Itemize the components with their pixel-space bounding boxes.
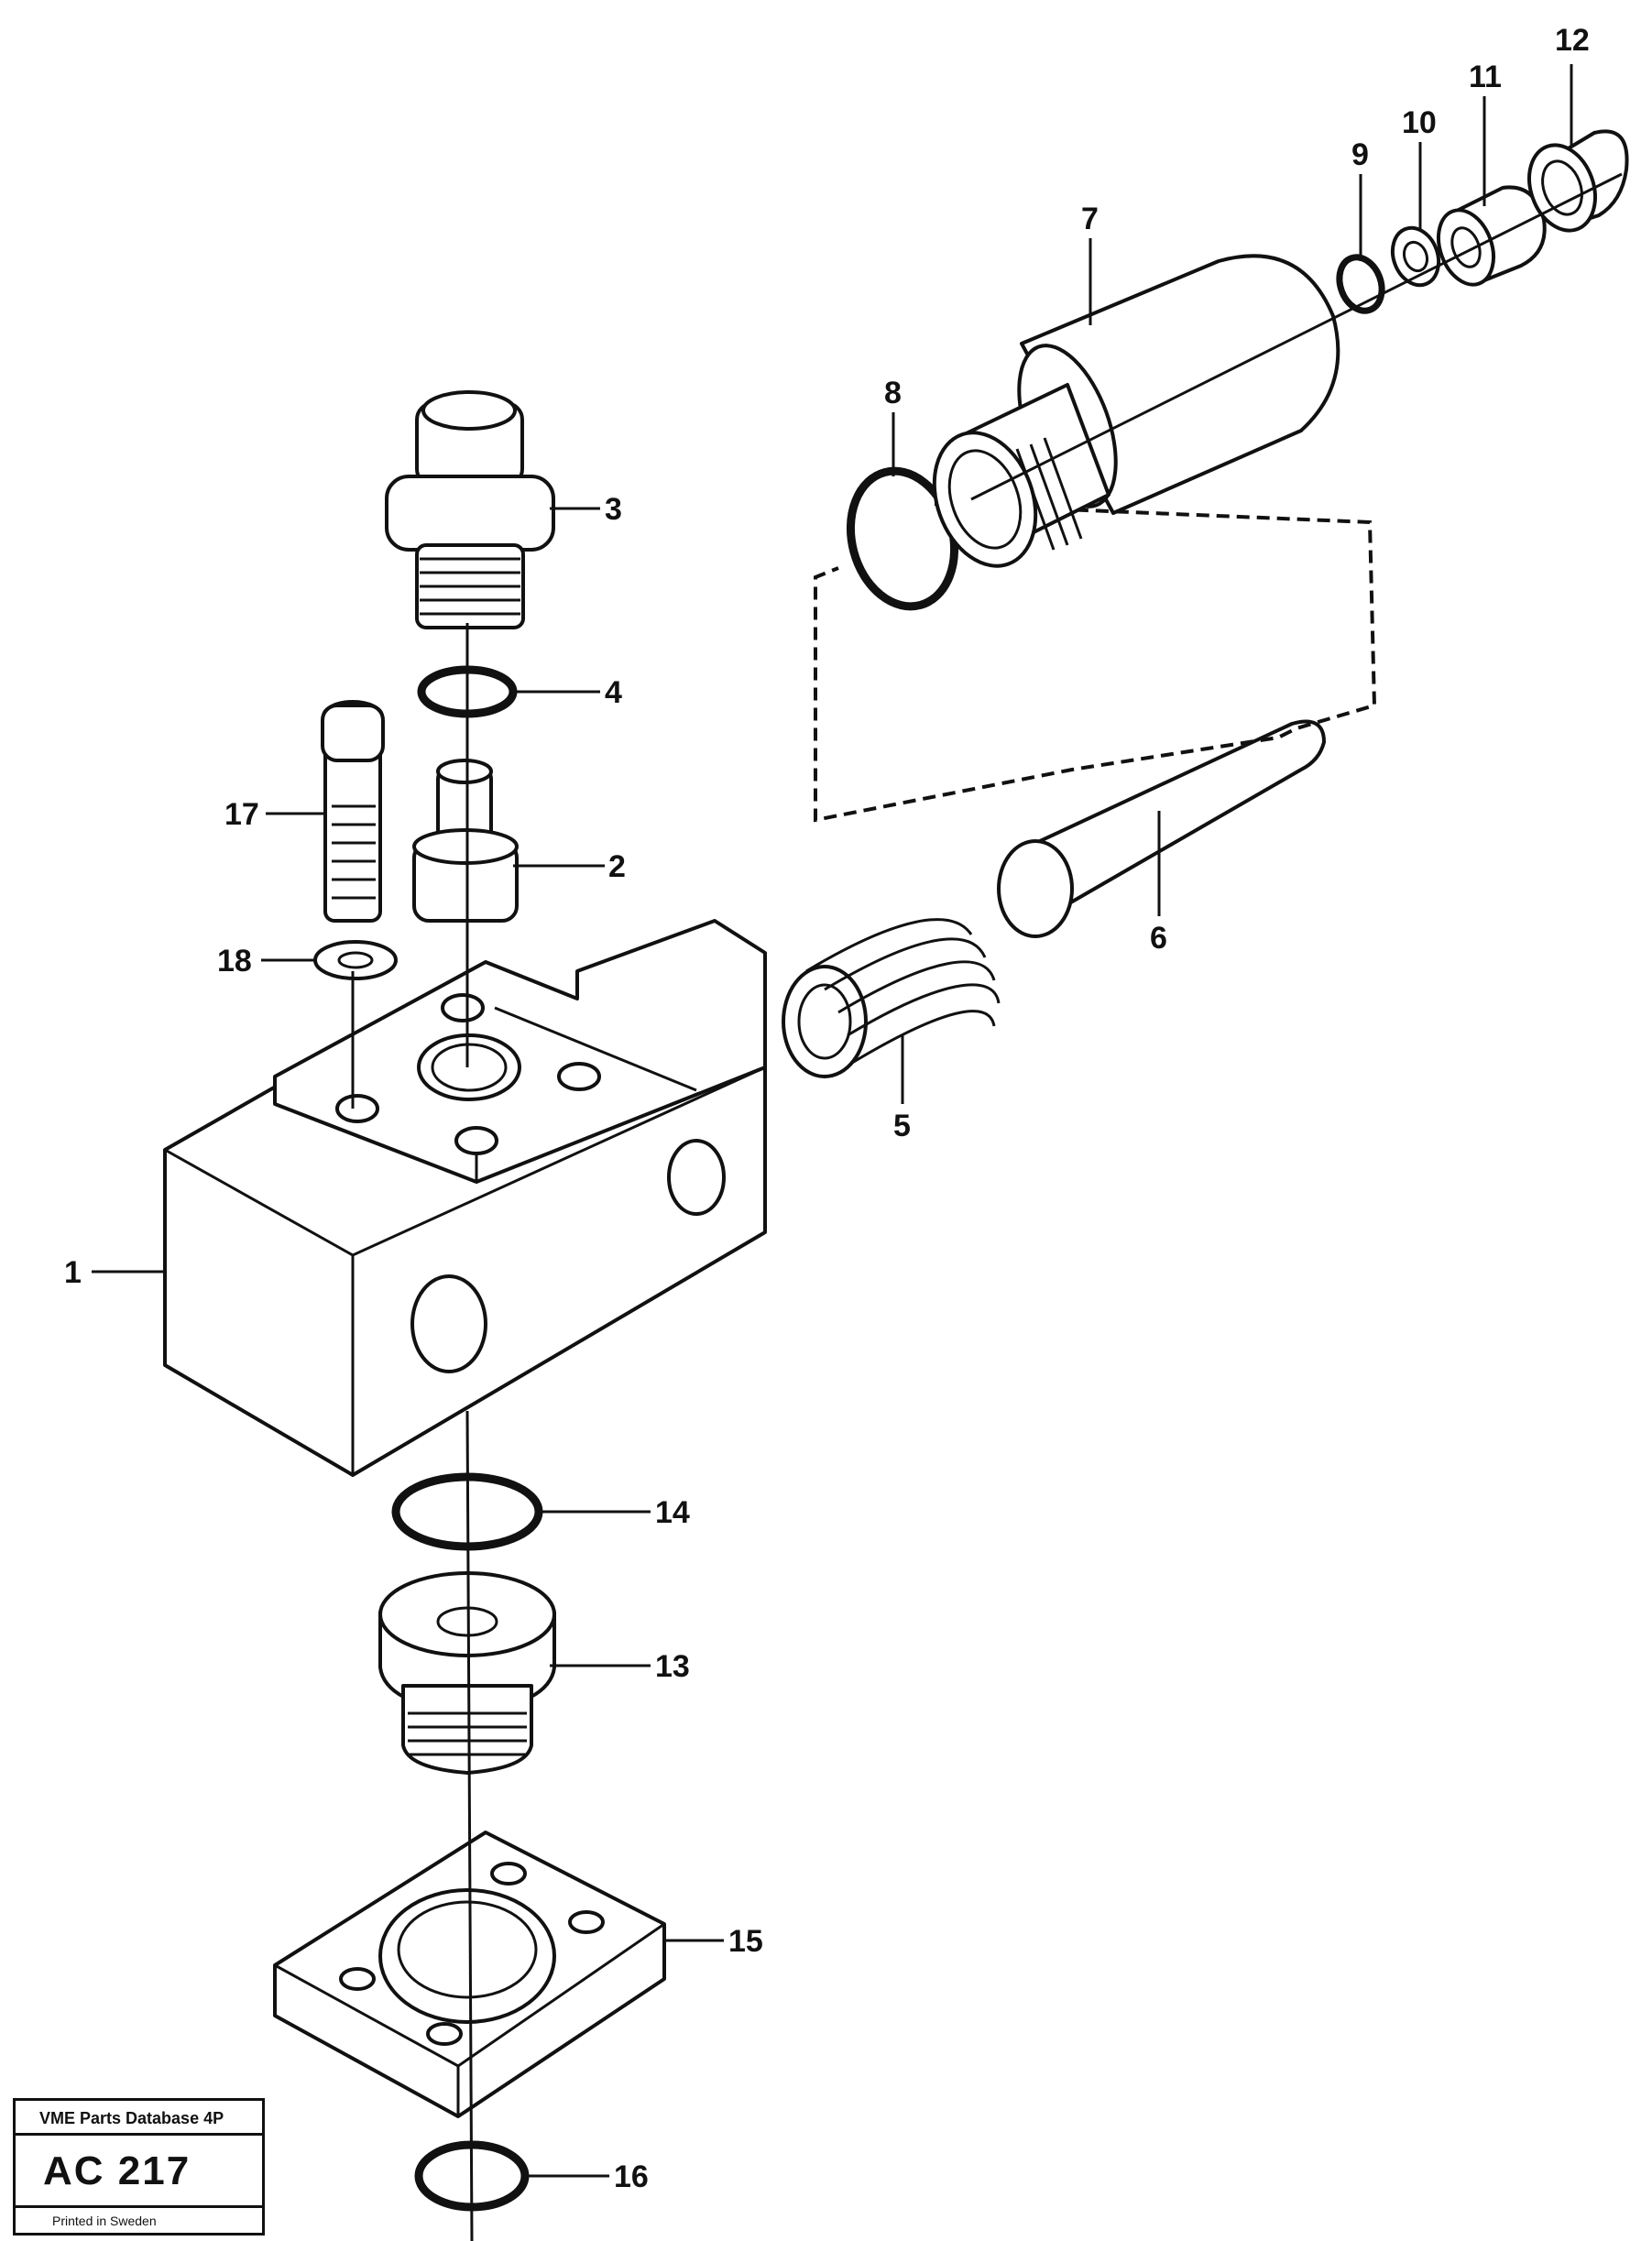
stamp-footer: Printed in Sweden — [16, 2205, 262, 2233]
stamp-header: VME Parts Database 4P — [16, 2101, 262, 2136]
washer-part-18 — [313, 940, 398, 980]
assembly-dashed-bracket — [814, 502, 1377, 823]
callout-7: 7 — [1081, 202, 1099, 236]
leader-lines — [92, 64, 1573, 2178]
assembly-axis-horizontal — [970, 172, 1623, 501]
callout-11: 11 — [1469, 60, 1502, 94]
callout-4: 4 — [605, 675, 622, 710]
callout-15: 15 — [728, 1924, 763, 1959]
callout-1: 1 — [64, 1255, 82, 1290]
valve-body-part-1 — [163, 919, 767, 1477]
assembly-axis-vertical-lower — [465, 1410, 474, 2241]
callout-12: 12 — [1555, 23, 1590, 58]
callout-14: 14 — [655, 1495, 690, 1530]
callout-13: 13 — [655, 1649, 690, 1684]
callout-9: 9 — [1351, 137, 1369, 172]
poppet-part-2 — [412, 759, 519, 923]
callout-18: 18 — [217, 944, 252, 978]
reference-stamp: VME Parts Database 4P AC 217 Printed in … — [13, 2098, 265, 2236]
callout-8: 8 — [884, 376, 902, 410]
callout-6: 6 — [1150, 921, 1167, 956]
callout-17: 17 — [224, 797, 259, 832]
plug-part-3 — [385, 390, 555, 629]
ring-part-9 — [1336, 254, 1385, 314]
callout-2: 2 — [608, 849, 626, 884]
stamp-code: AC 217 — [43, 2148, 191, 2193]
valve-housing-part-7 — [932, 254, 1340, 568]
screw-part-17 — [321, 700, 385, 923]
callout-10: 10 — [1402, 105, 1437, 140]
callout-3: 3 — [605, 492, 622, 527]
callout-5: 5 — [893, 1109, 911, 1143]
piston-part-6 — [997, 719, 1326, 938]
spring-part-5 — [782, 918, 1001, 1078]
callout-16: 16 — [614, 2159, 649, 2194]
nut-part-11 — [1437, 185, 1547, 287]
